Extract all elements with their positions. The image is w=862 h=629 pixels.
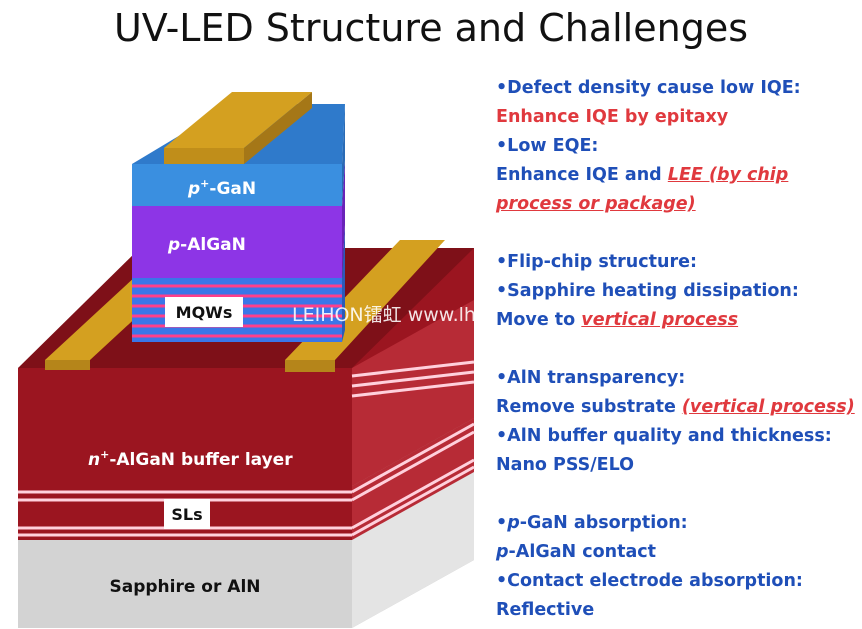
note-process-package: process or package)	[496, 194, 696, 214]
note-move-vertical: Move to vertical process	[496, 310, 739, 330]
vertical-process-link: vertical process	[581, 310, 739, 330]
svg-text:p-AlGaN: p-AlGaN	[167, 235, 246, 255]
label-mqws: MQWs	[165, 297, 243, 327]
label-sls: SLs	[164, 499, 210, 529]
note-p-gan-absorption: •p-GaN absorption:	[496, 513, 688, 533]
p-algan-layer	[132, 160, 345, 278]
svg-text:MQWs: MQWs	[176, 303, 233, 322]
note-aln-transparency: •AlN transparency:	[496, 368, 686, 388]
label-p-gan: p+-GaN	[187, 177, 256, 199]
svg-text:Sapphire or AlN: Sapphire or AlN	[109, 577, 260, 597]
note-aln-buffer: •AlN buffer quality and thickness:	[496, 426, 832, 446]
substrate-layer	[18, 472, 474, 628]
note-p-algan-contact: p-AlGaN contact	[496, 542, 657, 562]
note-flip-chip: •Flip-chip structure:	[496, 252, 697, 272]
buffer-side-stripes	[351, 360, 475, 398]
page-title: UV-LED Structure and Challenges	[113, 6, 748, 50]
note-contact-electrode: •Contact electrode absorption:	[496, 571, 803, 591]
p-electrode	[164, 92, 312, 164]
note-enhance-iqe-epitaxy: Enhance IQE by epitaxy	[496, 107, 729, 127]
note-nano-pss: Nano PSS/ELO	[496, 455, 635, 475]
challenges-notes: •Defect density cause low IQE: Enhance I…	[496, 74, 858, 625]
note-low-eqe: •Low EQE:	[496, 136, 599, 156]
label-p-algan: p-AlGaN	[167, 235, 246, 255]
svg-text:p+-GaN: p+-GaN	[187, 177, 256, 199]
note-enhance-iqe-lee: Enhance IQE and LEE (by chip	[496, 165, 789, 185]
label-substrate: Sapphire or AlN	[109, 577, 260, 597]
note-sapphire-heating: •Sapphire heating dissipation:	[496, 281, 799, 301]
vertical-process-link-2: (vertical process)	[681, 397, 855, 417]
note-reflective: Reflective	[496, 600, 595, 620]
svg-text:n+-AlGaN buffer layer: n+-AlGaN buffer layer	[88, 448, 293, 470]
lee-link: LEE (by chip	[667, 165, 789, 185]
svg-text:SLs: SLs	[171, 505, 202, 524]
note-defect-density: •Defect density cause low IQE:	[496, 78, 801, 98]
note-remove-substrate: Remove substrate (vertical process)	[496, 397, 855, 417]
watermark: LEIHON镭虹 www.lhcd.cn	[292, 304, 527, 326]
label-n-algan: n+-AlGaN buffer layer	[88, 448, 293, 470]
